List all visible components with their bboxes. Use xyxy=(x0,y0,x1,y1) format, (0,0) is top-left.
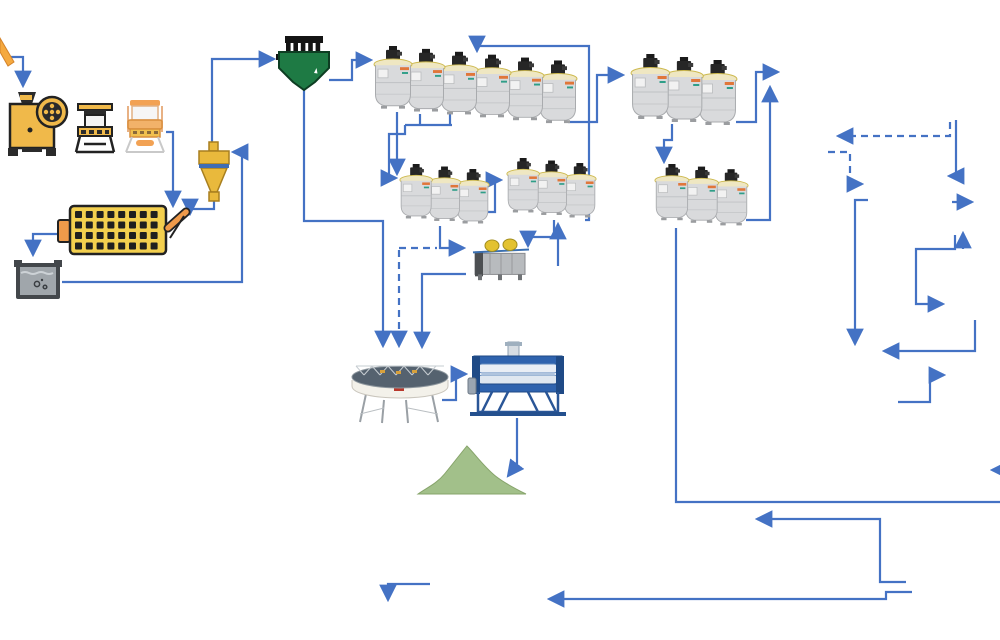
cu-roughers-scavengers-bank xyxy=(373,46,578,126)
cu-conc-thickener-icon xyxy=(350,350,450,424)
ball-mill-icon xyxy=(57,204,191,258)
cu-conc-filtration-icon xyxy=(467,341,568,420)
pb-removal-cleaner-bank xyxy=(654,164,749,228)
cu-recleaners-icon xyxy=(470,238,532,284)
tertiary-crusher-icon xyxy=(120,98,170,158)
feed-chute-icon xyxy=(0,37,16,67)
jaw-crusher-icon xyxy=(6,86,69,158)
cu-concentrate-pile xyxy=(416,440,528,496)
mill-discharge-hopper-icon xyxy=(14,260,64,302)
cone-crusher-icon xyxy=(70,100,120,158)
jameson-cell-icon xyxy=(276,36,332,98)
pb-rougher-flotation-bank xyxy=(630,54,738,128)
cu-cleaner-scavenger-bank xyxy=(506,158,597,220)
cyclone-icon xyxy=(194,141,234,204)
cu-cleaners-bank xyxy=(399,164,490,226)
flow-line-group xyxy=(4,35,1000,608)
